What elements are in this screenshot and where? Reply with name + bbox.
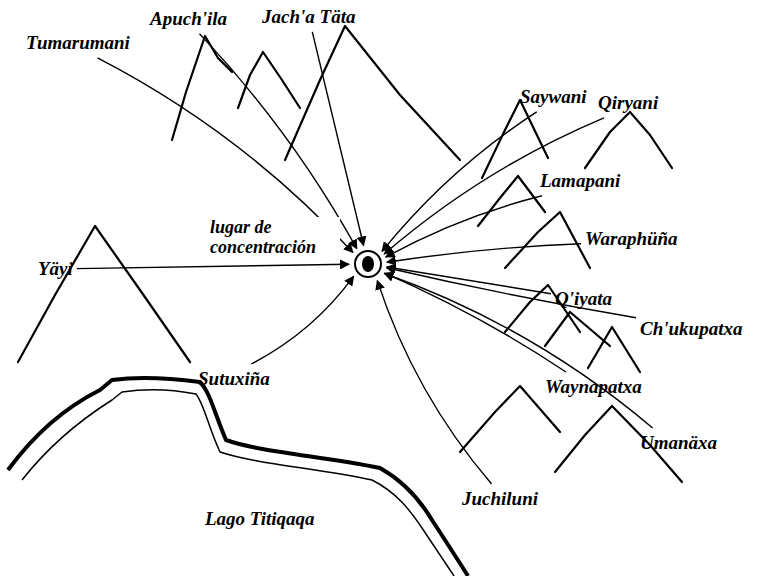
- mountain-yayi: [18, 226, 190, 362]
- lake-label: Lago Titiqaqa: [205, 508, 315, 530]
- mountain-name: Yäyi: [38, 258, 73, 280]
- mountain-label: Tumarumani: [26, 32, 130, 54]
- lake-shore-inner: [22, 390, 454, 576]
- mountain-label: Apuch'ila: [150, 8, 227, 30]
- mountain-label: Saywani: [520, 86, 587, 108]
- concentration-target: lugar de concentración: [352, 248, 384, 280]
- mountain-name: Lamapani: [540, 170, 620, 192]
- mountain-name: Saywani: [520, 86, 587, 108]
- flow-arrow: [312, 32, 363, 246]
- mountain-name: Ch'ukupatxa: [640, 318, 742, 340]
- mountain-tumarumani: [172, 36, 232, 140]
- mountain-label: Q'iyata: [555, 288, 612, 310]
- mountain-name: Sutuxiña: [198, 368, 270, 390]
- mountain-saywani: [482, 100, 548, 178]
- mountain-name: Umanäxa: [640, 432, 717, 454]
- mountain-label: Waraphüña: [585, 228, 678, 250]
- flow-arrow: [377, 281, 491, 484]
- flow-arrow: [385, 273, 566, 372]
- flow-arrow: [382, 112, 537, 252]
- mountain-label: Lamapani: [540, 170, 620, 192]
- mountain-label: Yäyi: [38, 258, 73, 280]
- mountain-name: Waraphüña: [585, 228, 678, 250]
- mountain-label: Umanäxa: [640, 432, 717, 454]
- mountain-name: Juchiluni: [462, 488, 538, 510]
- mountain-name: Waynapatxa: [545, 376, 642, 398]
- mountain-label: Ch'ukupatxa: [640, 318, 742, 340]
- mountain-name: Apuch'ila: [150, 8, 227, 30]
- mountain-name: Tumarumani: [26, 32, 130, 54]
- mountain-lamapani: [478, 176, 545, 226]
- mountain-waraphuna: [505, 212, 590, 268]
- flow-arrow: [385, 274, 653, 429]
- mountain-name: Q'iyata: [555, 288, 612, 310]
- mountain-label: Juchiluni: [462, 488, 538, 510]
- mountain-chukupatxa: [545, 312, 610, 346]
- mountain-chukupatxa-2: [588, 327, 640, 372]
- lake-shore-outer: [8, 378, 468, 576]
- mountain-label: Sutuxiña: [198, 368, 270, 390]
- flow-arrow: [251, 276, 353, 364]
- flow-arrow: [77, 264, 349, 268]
- mountain-apuchila: [238, 52, 300, 108]
- target-symbol: [352, 248, 384, 280]
- flow-arrow: [387, 268, 636, 318]
- mountain-name: Qiryani: [598, 92, 658, 114]
- place-label: lugar de concentración: [208, 217, 340, 258]
- mountain-label: Jach'a Täta: [262, 6, 355, 28]
- flow-arrow: [387, 267, 551, 294]
- mountain-label: Qiryani: [598, 92, 658, 114]
- mountain-jachatata: [285, 26, 460, 160]
- mountain-label: Waynapatxa: [545, 376, 642, 398]
- flow-arrow: [387, 244, 581, 263]
- mountain-name: Jach'a Täta: [262, 6, 355, 28]
